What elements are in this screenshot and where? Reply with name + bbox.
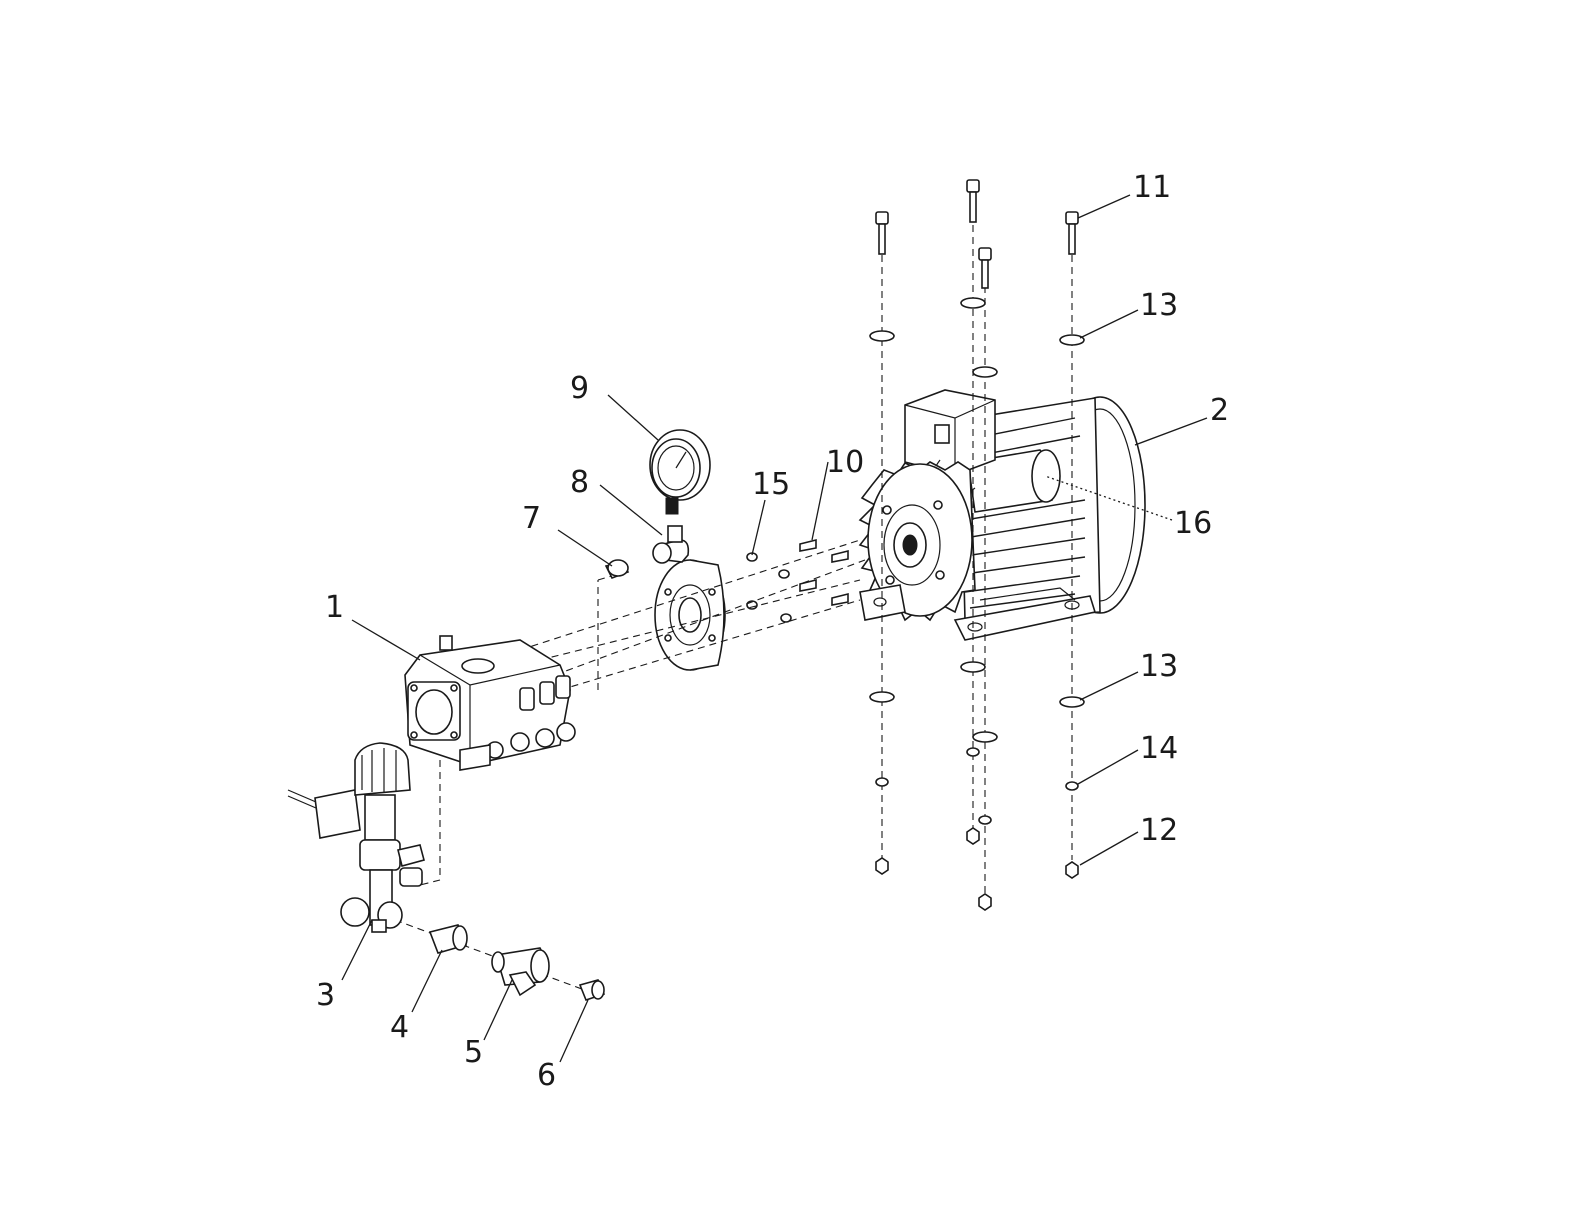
lock-washer: [978, 815, 992, 825]
callout-1: 1: [325, 590, 344, 625]
flat-washer: [960, 661, 986, 673]
plug-fitting: [604, 559, 630, 580]
callout-13-upper: 13: [1140, 288, 1178, 323]
callout-10: 10: [826, 445, 864, 480]
callout-2: 2: [1210, 393, 1229, 428]
plunger-pump: [404, 635, 576, 771]
flat-washer: [972, 366, 998, 378]
lock-washer: [966, 747, 980, 757]
hex-nut: [978, 893, 992, 911]
hose-barb: [578, 979, 606, 1001]
callout-4: 4: [390, 1010, 409, 1045]
flat-washer: [960, 297, 986, 309]
inlet-filter: [491, 947, 550, 997]
callout-3: 3: [316, 978, 335, 1013]
pressure-gauge: [649, 429, 711, 515]
motor-front-flange: [858, 461, 976, 622]
callout-15: 15: [752, 467, 790, 502]
callout-13-lower: 13: [1140, 649, 1178, 684]
callout-11: 11: [1133, 170, 1171, 205]
flat-washer: [869, 330, 895, 342]
callout-5: 5: [464, 1035, 483, 1070]
callout-16: 16: [1174, 506, 1212, 541]
callout-12: 12: [1140, 813, 1178, 848]
cap-screw: [966, 179, 980, 223]
electric-motor: [858, 389, 1146, 641]
cap-screw: [875, 211, 889, 255]
cap-screw: [1065, 211, 1079, 255]
lock-washer: [875, 777, 889, 787]
flat-washer: [972, 731, 998, 743]
unloader-valve: [287, 742, 425, 933]
callout-7: 7: [522, 501, 541, 536]
flange-screws: [799, 538, 849, 606]
callout-6: 6: [537, 1058, 556, 1093]
callout-labels: 1 2 3 4 5 6 7 8 9 10 11 12 13 13 14 15 1…: [316, 170, 1229, 1093]
cap-screw: [978, 247, 992, 289]
adapter-flange: [654, 559, 726, 671]
hex-nut: [966, 827, 980, 845]
callout-8: 8: [570, 465, 589, 500]
leader-lines: [341, 194, 1208, 1063]
flat-washer: [1059, 334, 1085, 346]
callout-14: 14: [1140, 731, 1178, 766]
elbow-fitting: [652, 525, 690, 564]
flat-washer: [1059, 696, 1085, 708]
flat-washer: [869, 691, 895, 703]
callout-9: 9: [570, 371, 589, 406]
mounting-hardware: [869, 179, 1085, 911]
capacitor: [967, 449, 1061, 513]
small-washers: [746, 552, 792, 623]
assembly-lines: [394, 539, 866, 993]
lock-washer: [1065, 781, 1079, 791]
hex-nut: [875, 857, 889, 875]
inlet-nipple: [428, 924, 468, 954]
hex-nut: [1065, 861, 1079, 879]
